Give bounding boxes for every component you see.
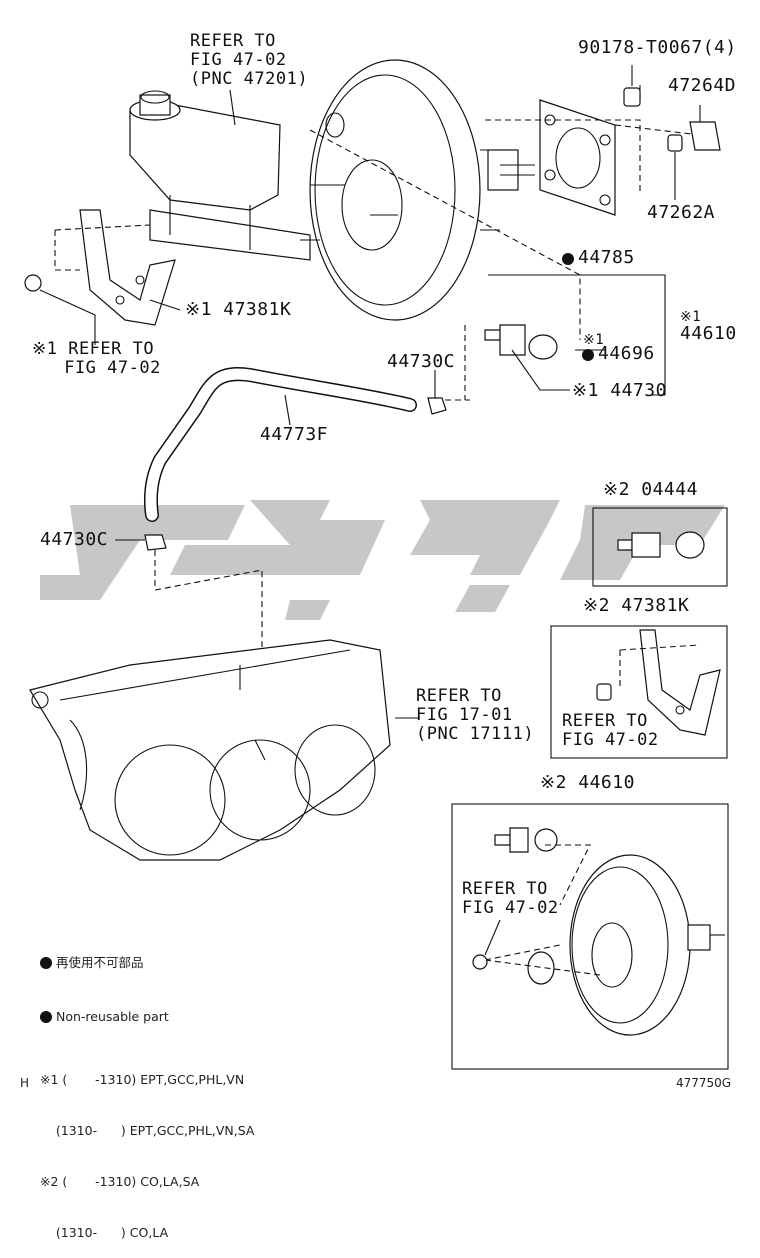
non-reusable-dot-icon <box>562 253 574 265</box>
part-04444[interactable]: ※2 04444 <box>603 479 698 500</box>
brake-booster-icon <box>309 59 535 321</box>
part-44785[interactable]: 44785 <box>562 248 635 268</box>
vacuum-hose-icon <box>144 367 417 522</box>
legend-line-4: (1310- ) EPT,GCC,PHL,VN,SA <box>40 1123 255 1138</box>
footer-code: 477750G <box>676 1076 732 1090</box>
footer-left: H <box>20 1076 30 1090</box>
brake-booster-icon <box>527 854 725 1036</box>
non-reusable-dot-icon <box>40 1011 52 1023</box>
part-44773f[interactable]: 44773F <box>260 424 329 445</box>
refer-master-cylinder[interactable]: REFER TO FIG 47-02 (PNC 47201) <box>190 31 309 89</box>
legend: 再使用不可部品 Non-reusable part ※1 ( -1310) EP… <box>40 920 254 1258</box>
legend-line-1: 再使用不可部品 <box>56 955 144 970</box>
bracket-icon <box>79 209 176 326</box>
legend-line-2: Non-reusable part <box>56 1009 169 1024</box>
clip-icon <box>427 397 447 415</box>
refer-bracket-top[interactable]: ※1 REFER TO FIG 47-02 <box>32 339 161 378</box>
bolt-icon <box>24 274 42 292</box>
box-04444 <box>592 507 728 587</box>
part-44696-label: 44696 <box>598 343 655 364</box>
nut-icon <box>596 683 612 701</box>
part-44696-mark: ※1 <box>583 332 605 348</box>
check-valve-icon <box>617 531 705 559</box>
part-44696[interactable]: 44696 <box>582 344 655 364</box>
legend-line-5: ※2 ( -1310) CO,LA,SA <box>40 1174 200 1189</box>
legend-row-jp: 再使用不可部品 <box>40 954 254 971</box>
master-cylinder-icon <box>129 90 335 261</box>
nut-icon <box>623 87 721 152</box>
bolt-icon <box>472 954 488 970</box>
legend-row-en: Non-reusable part <box>40 1008 254 1025</box>
legend-line-3: ※1 ( -1310) EPT,GCC,PHL,VN <box>40 1072 245 1087</box>
check-valve-icon <box>494 827 558 853</box>
part-44730c-top[interactable]: 44730C <box>387 351 456 372</box>
intake-manifold-icon <box>29 639 391 861</box>
box-44610 <box>451 803 729 1070</box>
part-47264d[interactable]: 47264D <box>668 75 737 96</box>
part-44730c-left[interactable]: 44730C <box>40 529 109 550</box>
check-valve-icon <box>484 324 570 391</box>
bracket-icon <box>639 629 721 736</box>
part-44610-box[interactable]: ※2 44610 <box>540 772 635 793</box>
part-44730[interactable]: ※1 44730 <box>572 380 667 401</box>
part-44610-mark: ※1 <box>680 309 702 325</box>
part-44610[interactable]: 44610 <box>680 323 737 344</box>
non-reusable-dot-icon <box>582 349 594 361</box>
part-44785-label: 44785 <box>578 247 635 268</box>
part-47262a[interactable]: 47262A <box>647 202 716 223</box>
part-47381k-box[interactable]: ※2 47381K <box>583 595 690 616</box>
clip-icon <box>144 534 167 551</box>
refer-box-booster[interactable]: REFER TO FIG 47-02 <box>462 879 559 918</box>
box-47381k <box>550 625 728 759</box>
legend-line-6: (1310- ) CO,LA <box>40 1225 169 1240</box>
parts-diagram <box>24 59 729 1070</box>
part-47381k-top[interactable]: ※1 47381K <box>185 299 292 320</box>
gasket-icon <box>539 99 616 216</box>
non-reusable-dot-icon <box>40 957 52 969</box>
refer-manifold[interactable]: REFER TO FIG 17-01 (PNC 17111) <box>416 686 535 744</box>
refer-box-bracket[interactable]: REFER TO FIG 47-02 <box>562 711 659 750</box>
part-90178[interactable]: 90178-T0067(4) <box>578 37 737 58</box>
